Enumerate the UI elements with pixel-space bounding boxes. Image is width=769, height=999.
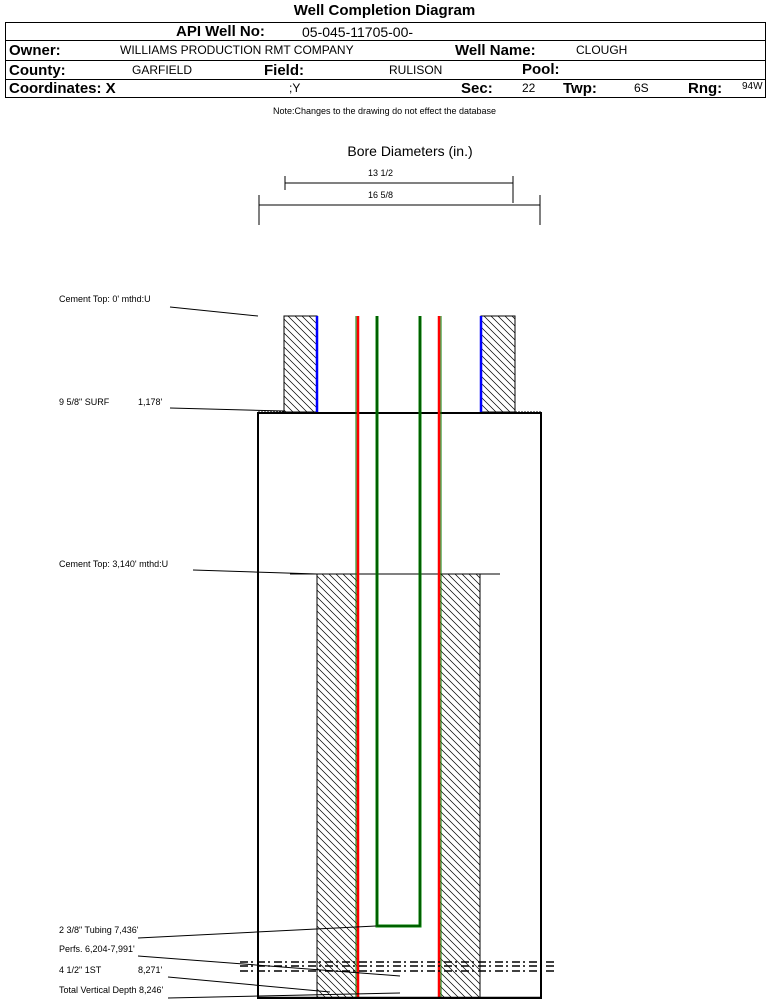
county-label: County:: [9, 62, 66, 79]
production-cement-right: [438, 573, 481, 999]
leader-lines: [137, 306, 401, 999]
twp-label: Twp:: [563, 80, 597, 97]
diagram-title: Well Completion Diagram: [293, 2, 476, 19]
pool-label: Pool:: [522, 61, 560, 78]
production-cement-left: [316, 573, 359, 999]
surface-casing-label: 9 5/8" SURF: [59, 397, 110, 407]
bore-diameters-title: Bore Diameters (in.): [347, 143, 473, 159]
note: Note:Changes to the drawing do not effec…: [273, 106, 496, 116]
owner-value: WILLIAMS PRODUCTION RMT COMPANY: [120, 43, 354, 57]
coords-row: Coordinates: X ;Y Sec: 22 Twp: 6S Rng: 9…: [6, 80, 765, 98]
cement-top-1-label: Cement Top: 0' mthd:U: [59, 294, 151, 304]
rng-value: 94W: [742, 81, 763, 92]
production-casing-depth: 8,271': [138, 965, 163, 975]
tubing-label: 2 3/8" Tubing 7,436': [59, 925, 139, 935]
twp-value: 6S: [634, 81, 649, 95]
api-row: API Well No: 05-045-11705-00-: [6, 23, 765, 41]
sec-value: 22: [522, 81, 536, 95]
production-casing-label: 4 1/2" 1ST: [59, 965, 102, 975]
bore-inner-label: 13 1/2: [368, 168, 394, 178]
owner-label: Owner:: [9, 42, 61, 59]
api-label: API Well No:: [176, 23, 265, 40]
coords-y: ;Y: [289, 81, 301, 95]
tvd-label: Total Vertical Depth 8,246': [59, 985, 164, 995]
well-name-label: Well Name:: [455, 42, 536, 59]
sec-label: Sec:: [461, 80, 493, 97]
api-value: 05-045-11705-00-: [302, 24, 414, 40]
surface-cement-right: [480, 315, 516, 413]
coords-label: Coordinates: X: [9, 80, 116, 97]
bore-dimension-outer: [258, 195, 541, 225]
well-name-value: CLOUGH: [576, 43, 628, 57]
perforations: [240, 961, 556, 972]
open-hole-outline: [257, 412, 542, 999]
field-value: RULISON: [389, 63, 443, 77]
county-row: County: GARFIELD Field: RULISON Pool:: [6, 61, 765, 80]
rng-label: Rng:: [688, 80, 723, 97]
bore-dimension-inner: [284, 176, 514, 203]
county-value: GARFIELD: [132, 63, 193, 77]
surface-cement-left: [283, 315, 318, 413]
cement-top-2-label: Cement Top: 3,140' mthd:U: [59, 559, 169, 569]
surface-casing-depth: 1,178': [138, 397, 163, 407]
bore-outer-label: 16 5/8: [368, 190, 394, 200]
tubing: [375, 316, 422, 928]
field-label: Field:: [264, 62, 304, 79]
perfs-label: Perfs. 6,204-7,991': [59, 944, 135, 954]
well-header: API Well No: 05-045-11705-00- Owner: WIL…: [5, 22, 766, 98]
owner-row: Owner: WILLIAMS PRODUCTION RMT COMPANY W…: [6, 41, 765, 61]
